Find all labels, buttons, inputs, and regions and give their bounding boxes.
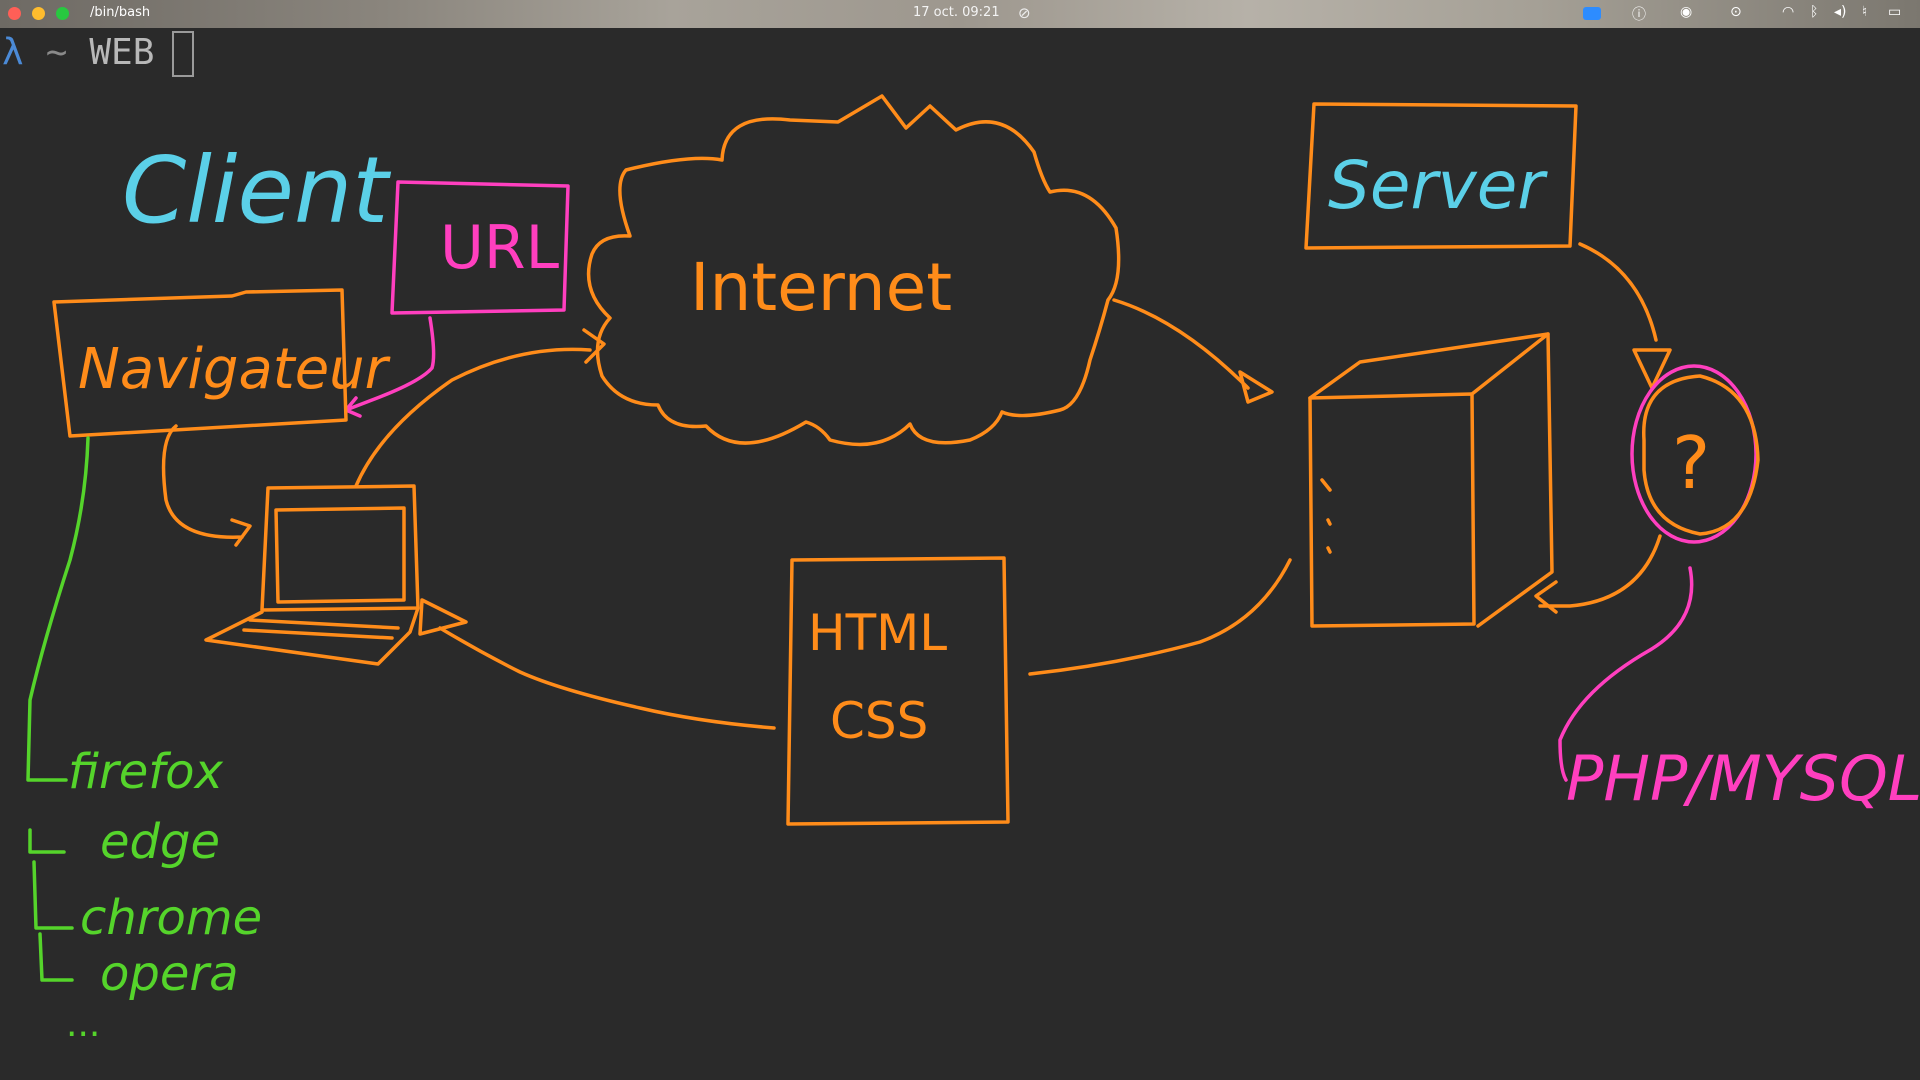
html-css-document bbox=[786, 556, 1010, 826]
internet-label: Internet bbox=[690, 249, 952, 326]
internet-to-server-arrow bbox=[1112, 298, 1274, 404]
bluetooth-icon[interactable]: ᛒ bbox=[1810, 4, 1819, 20]
php-connector bbox=[1558, 566, 1694, 782]
server-to-html-line bbox=[1028, 558, 1292, 676]
minimize-window-button[interactable] bbox=[32, 7, 45, 20]
mic-icon[interactable]: ♮ bbox=[1862, 4, 1868, 20]
info-icon[interactable]: ⓘ bbox=[1632, 7, 1646, 23]
window-title: /bin/bash bbox=[90, 5, 151, 20]
prompt-text: WEB bbox=[89, 32, 155, 73]
prompt-lambda-icon: λ bbox=[2, 32, 24, 73]
maximize-window-button[interactable] bbox=[56, 7, 69, 20]
db-to-server-arrow bbox=[1534, 534, 1662, 614]
volume-icon[interactable]: ◂) bbox=[1834, 4, 1847, 20]
browser-to-laptop-arrow bbox=[161, 424, 252, 547]
server-label-box bbox=[1304, 102, 1578, 250]
internet-cloud bbox=[586, 94, 1121, 447]
shell-prompt: λ ~ WEB bbox=[2, 28, 195, 78]
browser-box bbox=[52, 288, 348, 438]
browser-item-edge: edge bbox=[100, 814, 220, 870]
laptop-to-internet-arrow bbox=[354, 328, 606, 488]
browser-label: Navigateur bbox=[78, 337, 391, 402]
browser-item-opera: opera bbox=[100, 946, 239, 1002]
css-label: CSS bbox=[830, 692, 928, 750]
menu-bar: /bin/bash 17 oct. 09:21 ⊘ ⓘ ◉ ⊙ ◠ ᛒ ◂) ♮… bbox=[0, 0, 1920, 28]
php-label: PHP/MYSQL bbox=[1566, 742, 1920, 815]
terminal-window[interactable]: λ ~ WEB bbox=[0, 28, 1920, 1080]
laptop-icon bbox=[204, 484, 468, 666]
browser-tree-line bbox=[26, 436, 90, 982]
notifications-off-icon[interactable]: ⊘ bbox=[1018, 4, 1031, 22]
server-tower-icon bbox=[1308, 332, 1554, 628]
database-node-inner bbox=[1642, 374, 1760, 536]
url-label: URL bbox=[440, 213, 560, 283]
database-label: ? bbox=[1672, 421, 1710, 505]
browser-item-chrome: chrome bbox=[80, 890, 262, 946]
client-label: Client bbox=[122, 137, 391, 244]
screen-record-icon[interactable]: ⊙ bbox=[1730, 4, 1742, 20]
browser-item-firefox: firefox bbox=[68, 744, 224, 800]
prompt-path: ~ bbox=[45, 32, 68, 73]
battery-icon[interactable]: ▭ bbox=[1888, 4, 1902, 20]
html-label: HTML bbox=[808, 604, 947, 662]
close-window-button[interactable] bbox=[8, 7, 21, 20]
wifi-icon[interactable]: ◠ bbox=[1782, 4, 1795, 20]
text-cursor bbox=[172, 31, 195, 77]
server-label: Server bbox=[1328, 147, 1548, 224]
html-to-laptop-line bbox=[438, 626, 776, 730]
browser-item-more: ... bbox=[66, 1004, 100, 1045]
url-box bbox=[390, 180, 570, 315]
zoom-icon[interactable] bbox=[1583, 7, 1601, 20]
chrome-icon[interactable]: ◉ bbox=[1680, 4, 1693, 20]
server-to-db-arrow bbox=[1578, 242, 1672, 390]
clock: 17 oct. 09:21 bbox=[913, 5, 1000, 20]
